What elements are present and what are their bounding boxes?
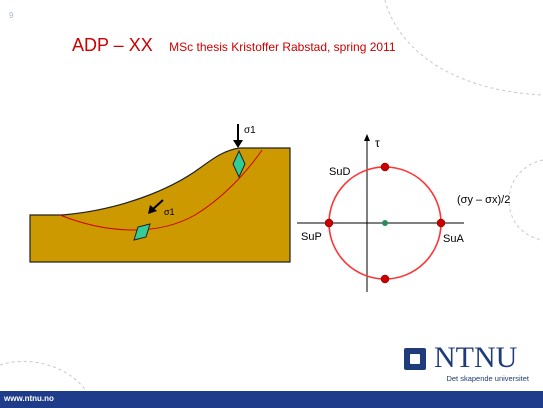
soil-slope (29, 147, 291, 263)
tau-label: τ (375, 136, 380, 150)
stress-label-top: σ1 (244, 125, 256, 136)
soil-element-lower (133, 223, 151, 241)
tau-arrowhead (364, 134, 370, 141)
point-bottom (380, 274, 390, 284)
footer-bar: www.ntnu.no (0, 391, 543, 408)
footer-url[interactable]: www.ntnu.no (4, 394, 54, 403)
slide-number: 9 (9, 11, 14, 20)
label-sua: SuA (443, 233, 464, 245)
radius-label: (σy – σx)/2 (457, 194, 510, 206)
logo-word: NTNU (434, 341, 518, 374)
slide-subtitle: MSc thesis Kristoffer Rabstad, spring 20… (169, 40, 396, 54)
ntnu-logo: NTNU Det skapende universitet (400, 341, 535, 386)
stress-arrowhead-lower (148, 205, 157, 214)
slip-surface (59, 149, 263, 231)
center-point (382, 220, 388, 226)
logo-square-icon (404, 348, 426, 370)
slide-title: ADP – XX (72, 35, 153, 55)
label-sup: SuP (301, 231, 322, 243)
slide-title-row: ADP – XX MSc thesis Kristoffer Rabstad, … (72, 35, 396, 56)
geotechnical-diagram: σ1 σ1 τ SuD SuP SuA (σy – σx)/2 (29, 124, 510, 292)
point-sud (380, 162, 390, 172)
point-sua (436, 218, 446, 228)
label-sud: SuD (329, 166, 350, 178)
stress-arrowhead-top (233, 140, 243, 148)
stress-label-lower: σ1 (164, 207, 175, 217)
soil-element-upper (232, 149, 246, 179)
point-sup (324, 218, 334, 228)
logo-tagline: Det skapende universitet (446, 374, 529, 383)
